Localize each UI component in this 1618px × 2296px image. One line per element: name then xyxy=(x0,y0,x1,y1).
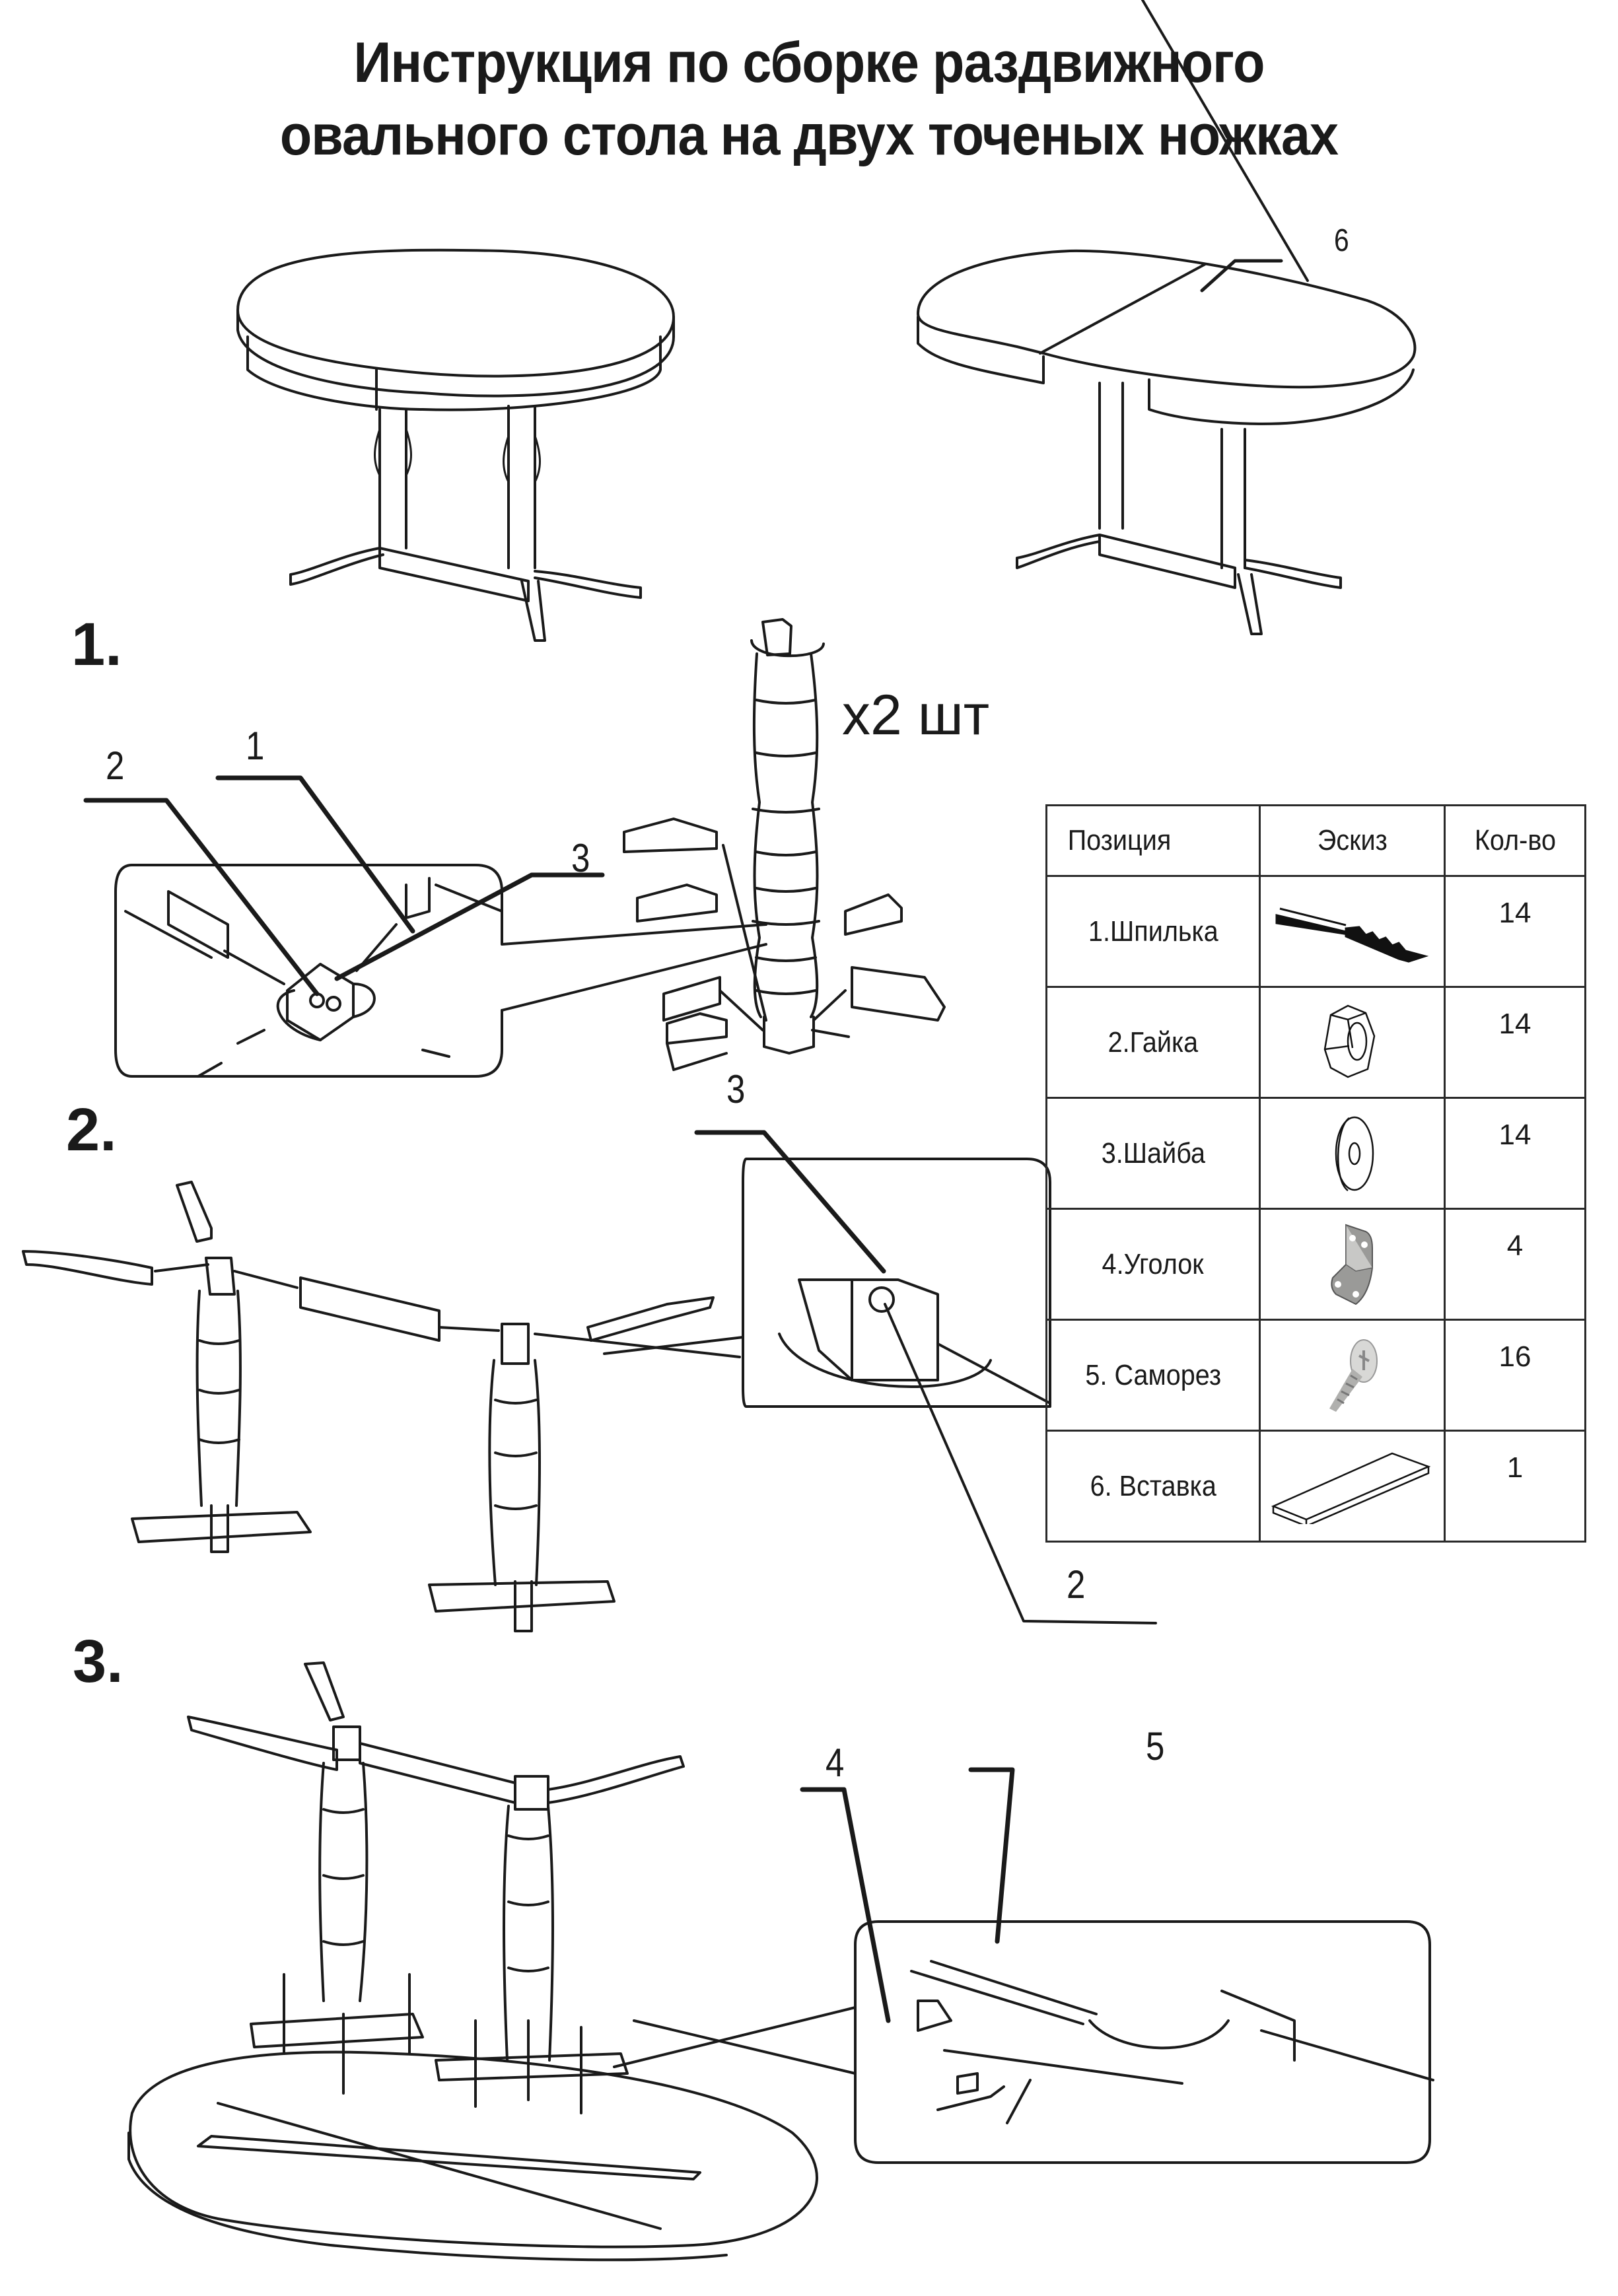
part-name: 6. Вставка xyxy=(1090,1469,1216,1502)
part-quantity: 14 xyxy=(1498,897,1531,929)
document-title-line-1: Инструкция по сборке раздвижного xyxy=(353,31,1265,94)
part-quantity: 1 xyxy=(1506,1451,1524,1484)
assembled-table-illustration xyxy=(236,248,675,642)
table-row: 1.Шпилька 14 xyxy=(1045,875,1586,988)
part-quantity: 4 xyxy=(1506,1230,1524,1262)
step-3-illustration xyxy=(127,1661,1434,2262)
callout-bracket: 4 xyxy=(826,1741,845,1785)
extended-table-illustration xyxy=(917,0,1417,635)
callout-insert: 6 xyxy=(1334,223,1349,258)
insert-panel-icon xyxy=(1271,1452,1430,1524)
washer-icon xyxy=(1335,1116,1374,1191)
part-name: 5. Саморез xyxy=(1085,1358,1221,1391)
table-row: 4.Уголок 4 xyxy=(1045,1208,1586,1321)
part-name: 2.Гайка xyxy=(1108,1026,1199,1059)
header-quantity: Кол-во xyxy=(1444,804,1586,877)
callout-nut-step-2: 2 xyxy=(1067,1562,1086,1607)
parts-table-header: Позиция Эскиз Кол-во xyxy=(1045,804,1586,877)
part-name: 4.Уголок xyxy=(1102,1247,1205,1280)
step-1-leg-illustration xyxy=(623,618,946,1071)
part-name: 1.Шпилька xyxy=(1088,915,1218,948)
quantity-note: x2 шт xyxy=(842,683,990,747)
callout-stud: 1 xyxy=(246,724,265,768)
callout-washer-step-2: 3 xyxy=(726,1067,746,1111)
part-quantity: 14 xyxy=(1498,1008,1531,1040)
table-row: 5. Саморез 16 xyxy=(1045,1319,1586,1432)
callout-washer: 3 xyxy=(571,836,590,880)
stud-screw-icon xyxy=(1275,907,1428,963)
callout-nut: 2 xyxy=(106,744,125,788)
header-sketch: Эскиз xyxy=(1259,804,1446,877)
step-3-number: 3. xyxy=(73,1628,123,1695)
document-title-line-2: овального стола на двух точеных ножках xyxy=(279,104,1339,167)
table-row: 2.Гайка 14 xyxy=(1045,986,1586,1099)
step-2-number: 2. xyxy=(66,1096,117,1164)
step-1-detail-illustration xyxy=(83,775,767,1078)
part-quantity: 14 xyxy=(1498,1119,1531,1151)
step-2-illustration xyxy=(22,1130,1157,1632)
part-name: 3.Шайба xyxy=(1101,1136,1205,1169)
wood-screw-icon xyxy=(1329,1339,1378,1412)
step-1-number: 1. xyxy=(71,611,122,678)
header-position: Позиция xyxy=(1045,804,1261,877)
corner-bracket-icon xyxy=(1330,1224,1373,1305)
callout-screw: 5 xyxy=(1146,1724,1165,1768)
part-quantity: 16 xyxy=(1498,1340,1531,1373)
hex-nut-icon xyxy=(1323,1004,1375,1078)
table-row: 3.Шайба 14 xyxy=(1045,1097,1586,1210)
parts-table: Позиция Эскиз Кол-во 1.Шпилька 14 2.Гайк… xyxy=(1045,804,1586,1543)
table-row: 6. Вставка 1 xyxy=(1045,1430,1586,1543)
